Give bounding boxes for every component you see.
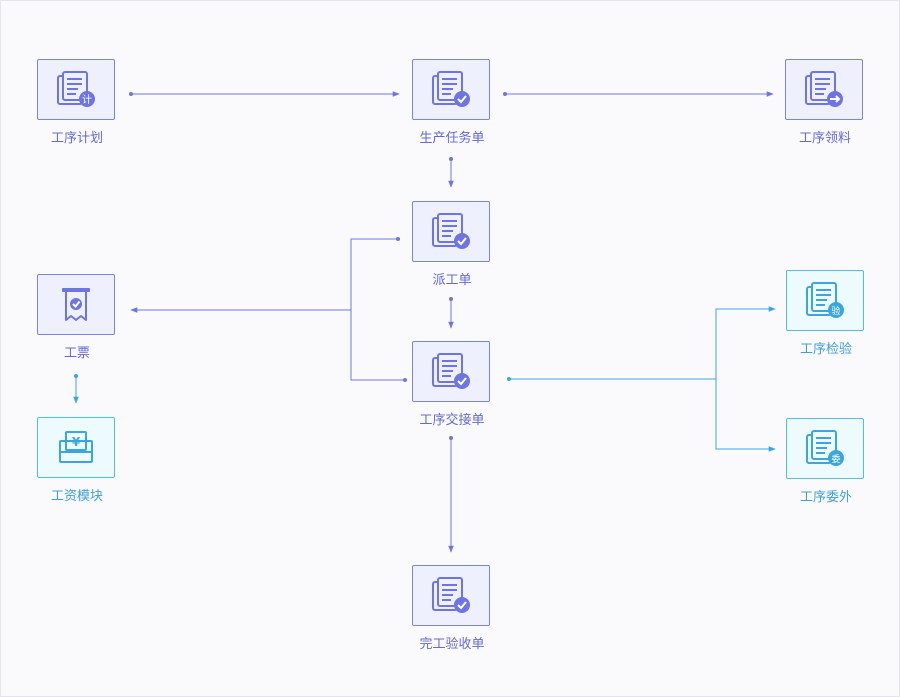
node-process-plan[interactable]: 计 工序计划 xyxy=(37,59,117,146)
edge-ticket-to-wage xyxy=(73,374,79,404)
node-box[interactable]: 计 xyxy=(37,59,115,120)
node-box[interactable] xyxy=(412,341,490,402)
edge-handover-to-inspection-outsource xyxy=(507,306,776,452)
node-label: 工序计划 xyxy=(50,131,103,146)
document-arrow-icon xyxy=(805,70,843,107)
document-plan-icon: 计 xyxy=(57,70,95,107)
node-box[interactable]: 委 xyxy=(786,418,864,479)
node-material-issue[interactable]: 工序领料 xyxy=(785,59,865,146)
plan-badge: 计 xyxy=(82,93,92,106)
node-process-outsource[interactable]: 委 工序委外 xyxy=(786,418,866,505)
node-label: 工序委外 xyxy=(799,490,852,505)
node-process-handover[interactable]: 工序交接单 xyxy=(412,341,492,428)
node-box[interactable] xyxy=(412,59,490,120)
node-box[interactable] xyxy=(412,201,490,262)
node-work-ticket[interactable]: 工票 xyxy=(37,274,117,361)
edge-task-to-dispatch xyxy=(448,157,454,188)
node-label: 工序检验 xyxy=(799,342,852,357)
node-label: 工序领料 xyxy=(798,131,851,146)
node-dispatch-order[interactable]: 派工单 xyxy=(412,201,492,288)
node-completion-acceptance[interactable]: 完工验收单 xyxy=(412,565,492,652)
document-inspect-icon: 验 xyxy=(806,281,844,318)
node-box[interactable]: ¥ xyxy=(37,417,115,478)
outsource-badge: 委 xyxy=(831,453,840,465)
node-label: 工票 xyxy=(63,346,90,361)
edge-dispatch-to-handover xyxy=(448,297,454,329)
inspect-badge: 验 xyxy=(831,305,840,317)
node-label: 工序交接单 xyxy=(419,413,485,428)
node-box[interactable]: 验 xyxy=(786,270,864,331)
node-box[interactable] xyxy=(412,565,490,626)
document-check-icon xyxy=(432,576,470,613)
node-box[interactable] xyxy=(37,274,115,335)
ticket-icon xyxy=(62,287,90,321)
node-label: 生产任务单 xyxy=(419,131,485,146)
node-production-task[interactable]: 生产任务单 xyxy=(412,59,492,146)
edge-plan-to-task xyxy=(129,91,400,97)
document-outsource-icon: 委 xyxy=(806,429,844,466)
edge-task-to-material-issue xyxy=(503,91,774,97)
document-check-icon xyxy=(432,212,470,249)
document-check-icon xyxy=(432,352,470,389)
node-label: 完工验收单 xyxy=(419,637,485,652)
node-box[interactable] xyxy=(785,59,863,120)
node-wage-module[interactable]: ¥ 工资模块 xyxy=(37,417,117,504)
edge-handover-to-completion xyxy=(448,436,454,553)
edge-to-work-ticket xyxy=(130,237,407,382)
node-label: 工资模块 xyxy=(50,489,103,504)
node-label: 派工单 xyxy=(432,273,472,288)
yen-wallet-icon: ¥ xyxy=(59,430,93,463)
node-process-inspection[interactable]: 验 工序检验 xyxy=(786,270,866,357)
document-check-icon xyxy=(432,70,470,107)
